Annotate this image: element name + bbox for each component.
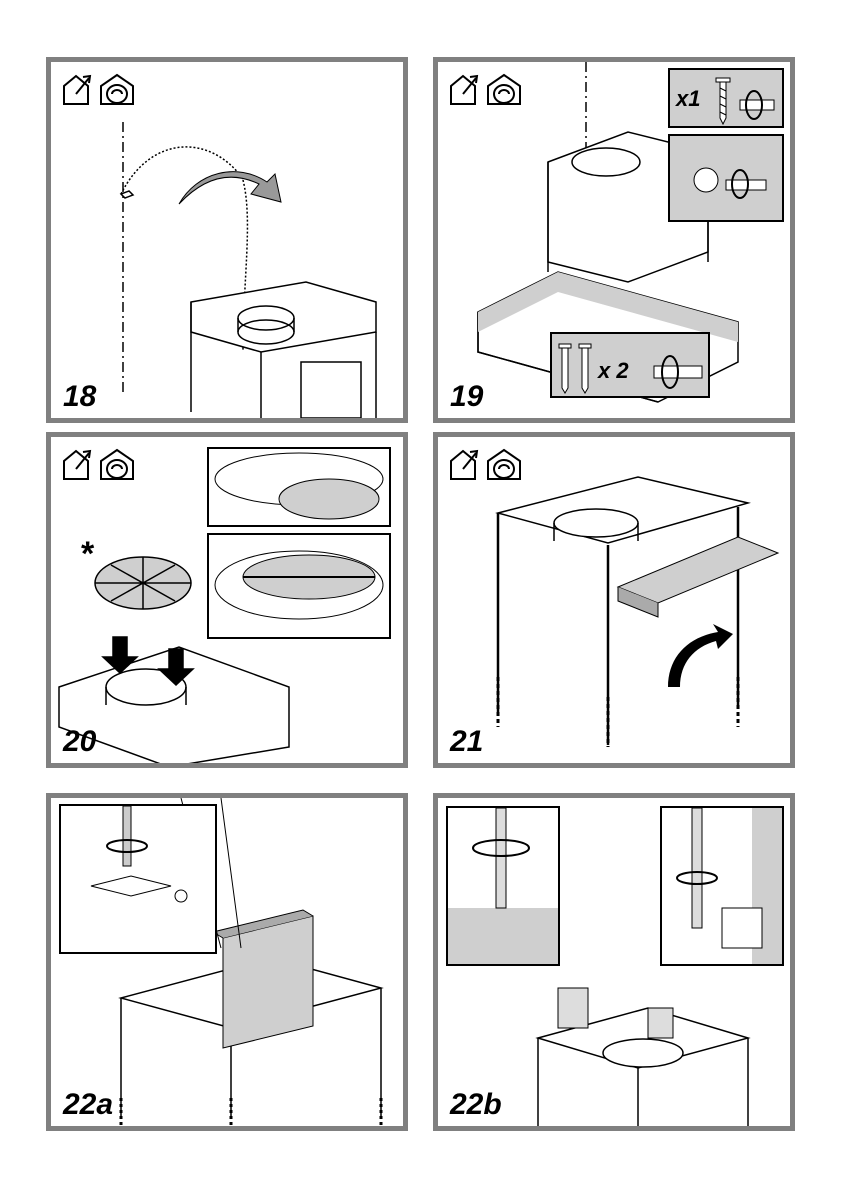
step-number: 18 [63, 382, 96, 412]
flap-detail-bottom [209, 535, 389, 637]
inset-screw-detail [668, 134, 784, 222]
inset-screw-detail [59, 804, 217, 954]
inset-screw-x1: x1 [668, 68, 784, 128]
inset-flap-bottom [207, 533, 391, 639]
screw-icon [710, 74, 780, 126]
panel-step-21: 21 [433, 432, 795, 768]
panel-step-20: * 20 [46, 432, 408, 768]
screwdriver-rotation-detail [61, 806, 215, 952]
step-number: 19 [450, 382, 483, 412]
filter-illustration [438, 437, 790, 763]
optional-asterisk: * [81, 537, 94, 571]
step-number: 20 [63, 727, 96, 757]
step-number: 21 [450, 727, 483, 757]
inset-screw-x2: x 2 [550, 332, 710, 398]
step-number: 22a [63, 1090, 113, 1120]
flap-detail-top [209, 449, 389, 525]
screwdriver-icon [652, 352, 708, 392]
screws-icon [556, 340, 596, 396]
panel-step-18: 18 [46, 57, 408, 423]
inset-flap-top [207, 447, 391, 527]
screw-count-x1: x1 [676, 88, 700, 110]
inset-left-screw [446, 806, 560, 966]
hood-illustration [51, 62, 403, 418]
screwdriver-rotation-right [662, 808, 782, 964]
screwdriver-rotation-left [448, 808, 558, 964]
screw-count-x2: x 2 [598, 360, 629, 382]
panel-step-19: x1 x 2 19 [433, 57, 795, 423]
inset-right-screw [660, 806, 784, 966]
panel-step-22b: 22b [433, 793, 795, 1131]
wall-plug-icon [680, 150, 776, 210]
step-number: 22b [450, 1090, 502, 1120]
panel-step-22a: 22a [46, 793, 408, 1131]
